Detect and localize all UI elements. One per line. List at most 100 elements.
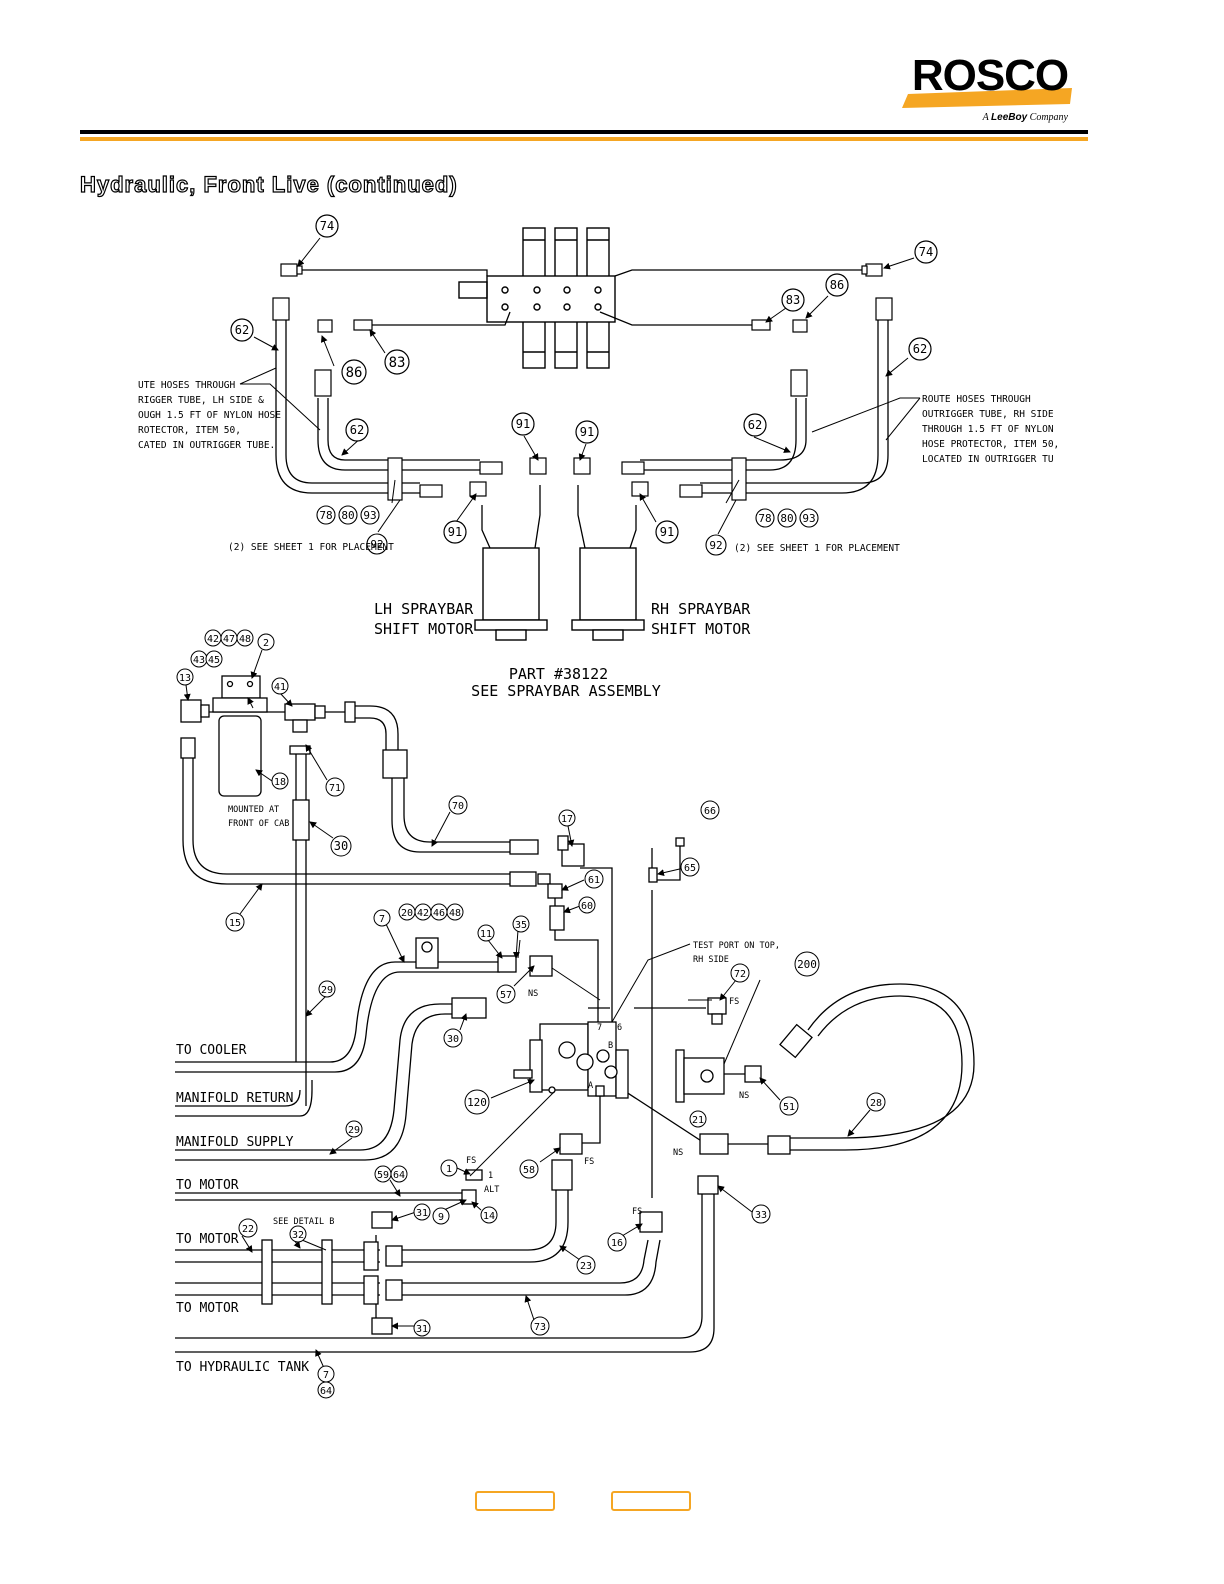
svg-text:18: 18 [274, 777, 286, 788]
label-to-cooler: TO COOLER [176, 1043, 247, 1058]
svg-text:31: 31 [416, 1324, 428, 1335]
callout-42: 42 [204, 629, 222, 647]
callout-62: 62 [908, 337, 932, 361]
svg-text:78: 78 [758, 512, 771, 525]
callout-1: 1 [440, 1159, 458, 1177]
label-to-motor: TO MOTOR [176, 1178, 239, 1193]
svg-text:86: 86 [346, 365, 363, 381]
rh-motor-label: RH SPRAYBAR SHIFT MOTOR [651, 600, 759, 638]
svg-text:17: 17 [561, 814, 573, 825]
callout-35: 35 [512, 915, 530, 933]
rosco-logo: ROSCO A LeeBoy Company [902, 51, 1072, 123]
port-7-mark: 7 [597, 1023, 602, 1033]
label-manifold-return: MANIFOLD RETURN [176, 1091, 293, 1106]
callout-120: 120 [464, 1089, 490, 1115]
callout-48: 48 [236, 629, 254, 647]
svg-text:9: 9 [438, 1212, 444, 1223]
callout-62: 62 [345, 418, 369, 442]
callout-62: 62 [743, 413, 767, 437]
callout-29: 29 [345, 1120, 363, 1138]
top-fittings [272, 263, 893, 501]
svg-text:62: 62 [350, 423, 364, 437]
valve-block [458, 227, 616, 369]
svg-text:60: 60 [581, 901, 593, 912]
svg-text:91: 91 [448, 525, 462, 539]
svg-text:80: 80 [780, 512, 793, 525]
svg-text:83: 83 [389, 355, 406, 371]
callout-62: 62 [230, 318, 254, 342]
svg-text:92: 92 [370, 538, 383, 551]
callout-45: 45 [205, 650, 223, 668]
callout-80: 80 [338, 505, 358, 525]
svg-text:92: 92 [709, 539, 722, 552]
lh-motor-label: LH SPRAYBAR SHIFT MOTOR [374, 600, 482, 638]
callout-60: 60 [578, 896, 596, 914]
svg-text:30: 30 [334, 839, 348, 853]
callout-73: 73 [530, 1316, 550, 1336]
svg-text:74: 74 [919, 245, 933, 259]
svg-text:91: 91 [580, 425, 594, 439]
label-manifold-supply: MANIFOLD SUPPLY [176, 1135, 294, 1150]
svg-text:21: 21 [692, 1115, 704, 1126]
svg-text:16: 16 [611, 1238, 623, 1249]
callout-33: 33 [751, 1204, 771, 1224]
callout-58: 58 [519, 1159, 539, 1179]
callout-71: 71 [325, 777, 345, 797]
callout-42: 42 [414, 903, 432, 921]
svg-text:29: 29 [321, 985, 333, 996]
callout-51: 51 [779, 1096, 799, 1116]
port-b-mark: B [608, 1041, 613, 1051]
svg-text:47: 47 [223, 634, 235, 645]
callout-91: 91 [575, 420, 599, 444]
svg-text:1: 1 [446, 1164, 452, 1175]
next-page-button[interactable] [611, 1491, 691, 1511]
svg-text:15: 15 [229, 918, 241, 929]
svg-text:13: 13 [179, 673, 191, 684]
svg-text:72: 72 [734, 969, 746, 980]
svg-text:2: 2 [263, 638, 269, 649]
svg-text:29: 29 [348, 1125, 360, 1136]
rh-route-note: ROUTE HOSES THROUGH OUTRIGGER TUBE, RH S… [922, 394, 1065, 465]
callout-72: 72 [730, 963, 750, 983]
svg-text:62: 62 [748, 418, 762, 432]
svg-text:93: 93 [363, 509, 376, 522]
top-leaders [253, 237, 915, 523]
callout-93: 93 [799, 508, 819, 528]
svg-text:30: 30 [447, 1034, 459, 1045]
callout-32: 32 [289, 1225, 307, 1243]
top-notes: UTE HOSES THROUGH RIGGER TUBE, LH SIDE &… [138, 380, 1065, 554]
svg-text:33: 33 [755, 1210, 767, 1221]
callout-83-right: 83 [781, 288, 805, 312]
filter-mount-note: MOUNTED AT FRONT OF CAB [228, 805, 289, 829]
svg-text:120: 120 [467, 1096, 487, 1109]
connection-labels: TO COOLER MANIFOLD RETURN MANIFOLD SUPPL… [176, 1043, 309, 1375]
svg-text:80: 80 [341, 509, 354, 522]
svg-text:91: 91 [660, 525, 674, 539]
svg-text:200: 200 [797, 958, 817, 971]
svg-text:7: 7 [323, 1370, 329, 1381]
fs-mark: FS [466, 1156, 476, 1166]
svg-text:65: 65 [684, 863, 696, 874]
callout-91: 91 [443, 520, 467, 544]
svg-text:46: 46 [433, 908, 445, 919]
callout-66: 66 [700, 800, 720, 820]
callout-93: 93 [360, 505, 380, 525]
svg-text:64: 64 [393, 1170, 405, 1181]
callout-20: 20 [398, 903, 416, 921]
header-rule-orange [80, 137, 1088, 141]
callout-14: 14 [480, 1206, 498, 1224]
svg-text:7: 7 [379, 914, 385, 925]
callout-91: 91 [655, 520, 679, 544]
svg-text:73: 73 [534, 1322, 546, 1333]
fs-mark: FS [632, 1207, 642, 1217]
callout-16: 16 [607, 1232, 627, 1252]
callout-59: 59 [374, 1165, 392, 1183]
callout-30: 30 [443, 1028, 463, 1048]
bottom-notes: MOUNTED AT FRONT OF CAB TEST PORT ON TOP… [228, 805, 780, 1227]
label-to-hydraulic-tank: TO HYDRAULIC TANK [176, 1360, 309, 1375]
ns-mark: NS [528, 989, 538, 999]
callout-17: 17 [558, 809, 576, 827]
header-rule-black [80, 130, 1088, 134]
svg-text:58: 58 [523, 1165, 535, 1176]
previous-page-button[interactable] [475, 1491, 555, 1511]
